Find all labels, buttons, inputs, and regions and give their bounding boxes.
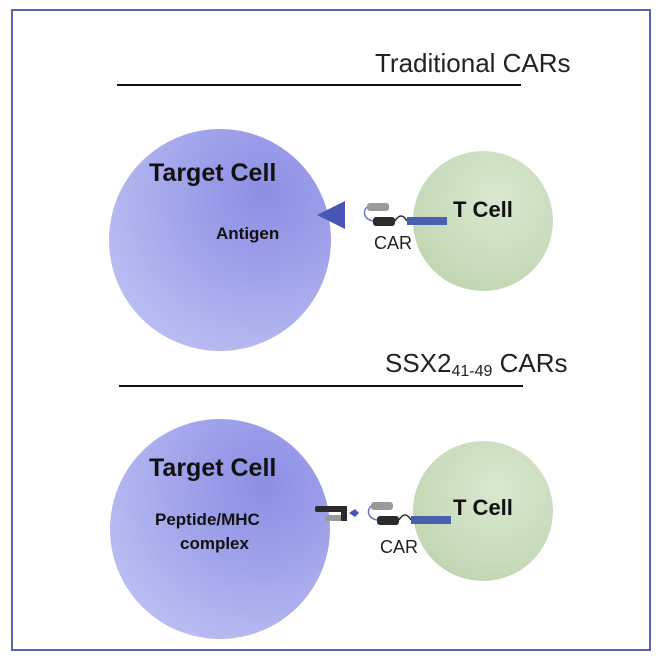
t-cell-label-2: T Cell [453, 495, 513, 520]
peptide-mhc-label-line1: Peptide/MHC [155, 510, 260, 529]
section-heading-traditional: Traditional CARs [375, 48, 571, 79]
heading-rule-2 [119, 385, 523, 387]
peptide-mhc-icon [315, 506, 359, 521]
t-cell-label-1: T Cell [453, 197, 513, 222]
diagram-frame: Traditional CARs Target Cell Antigen T C… [11, 9, 651, 651]
antigen-icon [317, 201, 345, 229]
target-cell-label-2: Target Cell [149, 454, 277, 482]
target-cell-label-1: Target Cell [149, 159, 277, 187]
car-label-2: CAR [380, 537, 419, 557]
peptide-mhc-label-line2: complex [180, 534, 249, 553]
car-label-1: CAR [374, 233, 413, 253]
antigen-label: Antigen [216, 224, 280, 243]
heading-suffix: CARs [492, 348, 568, 378]
heading-rule-1 [117, 84, 521, 86]
target-cell-2 [110, 419, 330, 639]
car-receptor-icon-1 [363, 203, 447, 226]
car-receptor-icon-2 [367, 502, 451, 525]
heading-subscript: 41-49 [451, 363, 493, 380]
target-cell-1 [109, 129, 331, 351]
heading-text: SSX2 [385, 348, 452, 378]
heading-text: Traditional CARs [375, 48, 571, 78]
t-cell-2 [413, 441, 553, 581]
section-heading-ssx2: SSX241-49 CARs [385, 348, 568, 381]
